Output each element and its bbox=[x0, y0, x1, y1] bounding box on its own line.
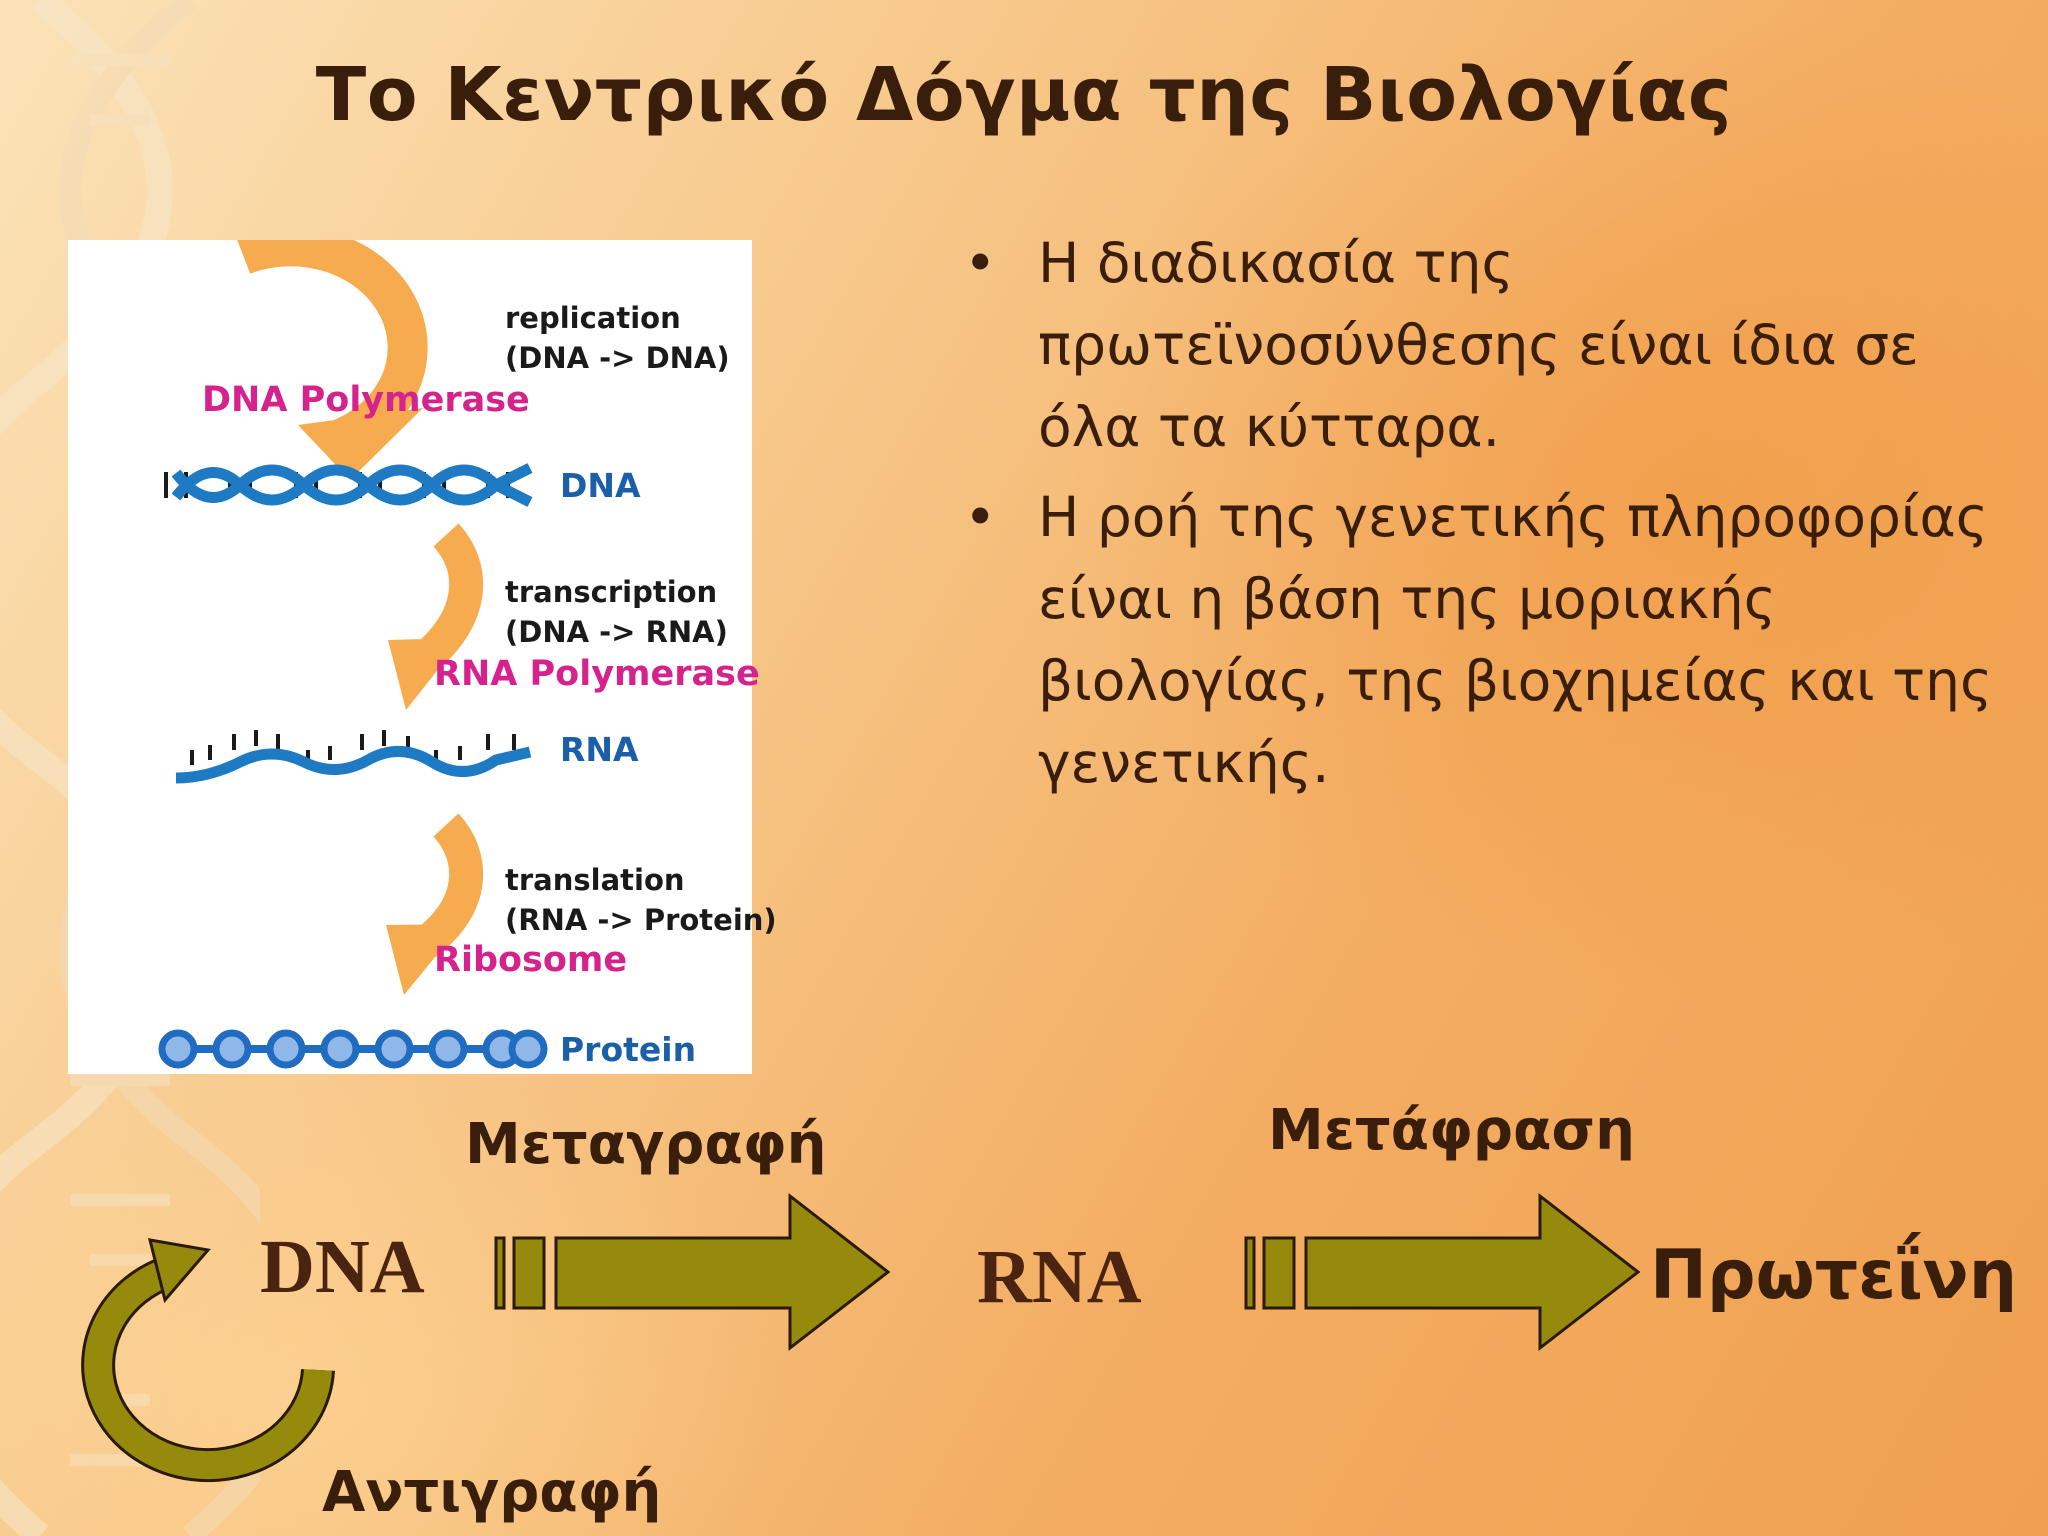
protein-label: Protein bbox=[560, 1030, 697, 1069]
dna-polymerase-label: DNA Polymerase bbox=[202, 380, 530, 420]
bullet-marker: • bbox=[964, 485, 997, 549]
rna-label: RNA bbox=[560, 730, 639, 769]
translation-label: translation bbox=[505, 863, 685, 897]
translation-flow-arrow-icon bbox=[1244, 1192, 1641, 1352]
protein-chain-icon bbox=[158, 1029, 548, 1069]
flow-replication-label: Αντιγραφή bbox=[322, 1460, 662, 1525]
translation-reaction: (RNA -> Protein) bbox=[505, 903, 777, 937]
bullet-list: • Η διαδικασία της πρωτεϊνοσύνθεσης είνα… bbox=[958, 222, 1998, 812]
rna-strand-icon bbox=[175, 730, 532, 784]
dna-label: DNA bbox=[560, 466, 641, 505]
transcription-arrow-icon bbox=[388, 523, 484, 710]
rna-polymerase-label: RNA Polymerase bbox=[434, 654, 760, 694]
transcription-label: transcription bbox=[505, 575, 718, 609]
bullet-text: Η διαδικασία της πρωτεϊνοσύνθεσης είναι … bbox=[1038, 231, 1919, 459]
flow-protein: Πρωτεΐνη bbox=[1650, 1236, 2018, 1315]
flow-dna: DNA bbox=[260, 1225, 425, 1309]
figure-graphics bbox=[158, 240, 548, 1069]
flow-rna: RNA bbox=[977, 1235, 1142, 1319]
slide-title: Το Κεντρικό Δόγμα της Βιολογίας bbox=[315, 52, 1733, 138]
replication-cycle-arrow-icon bbox=[81, 1238, 335, 1483]
replication-label: replication bbox=[505, 301, 681, 335]
bullet-text: Η ροή της γενετικής πληροφορίας είναι η … bbox=[1038, 485, 1993, 795]
bullet-item: • Η ροή της γενετικής πληροφορίας είναι … bbox=[958, 476, 1998, 804]
transcription-flow-arrow-icon bbox=[494, 1192, 891, 1352]
flow-translation-label: Μετάφραση bbox=[1268, 1098, 1635, 1163]
ribosome-label: Ribosome bbox=[434, 940, 628, 980]
flow-transcription-label: Μεταγραφή bbox=[465, 1112, 827, 1177]
central-dogma-figure: replication (DNA -> DNA) DNA Polymerase … bbox=[68, 240, 777, 1074]
bullet-item: • Η διαδικασία της πρωτεϊνοσύνθεσης είνα… bbox=[958, 222, 1998, 468]
translation-arrow-icon bbox=[386, 813, 484, 995]
replication-reaction: (DNA -> DNA) bbox=[505, 341, 730, 375]
transcription-reaction: (DNA -> RNA) bbox=[505, 615, 728, 649]
replication-arrow-icon bbox=[237, 240, 428, 480]
bullet-marker: • bbox=[964, 231, 997, 295]
dna-helix-icon bbox=[164, 463, 533, 507]
